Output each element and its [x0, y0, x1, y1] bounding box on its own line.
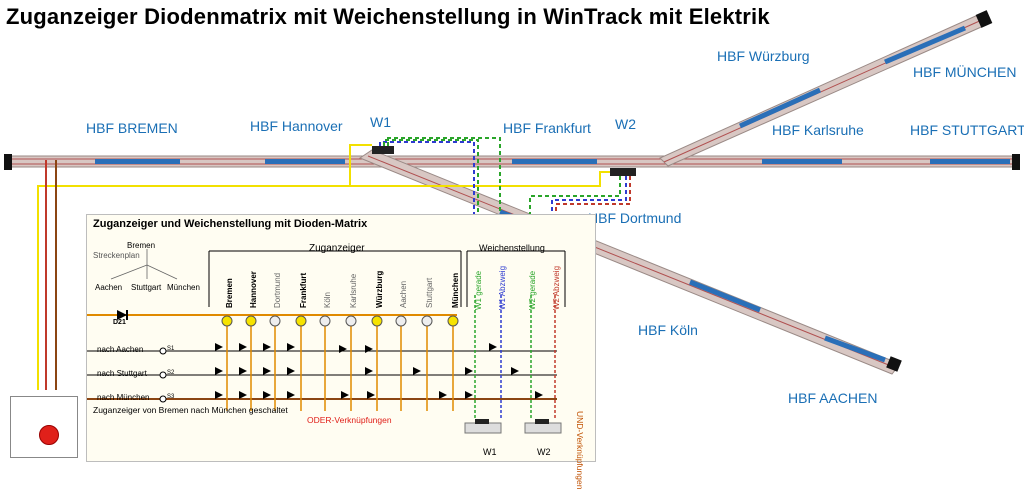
- label-hbf-aachen: HBF AACHEN: [788, 390, 878, 406]
- status-text: Zuganzeiger von Bremen nach München gesc…: [93, 405, 288, 415]
- col-label: Köln: [323, 291, 332, 308]
- switch-col-label: W1 gerade: [474, 270, 483, 310]
- panel-title: Zuganzeiger und Weichenstellung mit Diod…: [93, 218, 368, 230]
- zuganzeiger-header: Zuganzeiger: [309, 243, 365, 254]
- label-hbf-dortmund: HBF Dortmund: [588, 210, 682, 226]
- switch-motor-w2: [610, 168, 636, 176]
- row-label-muenchen: nach München: [97, 393, 150, 402]
- label-hbf-stuttgart: HBF STUTTGART: [910, 122, 1024, 138]
- button-s2[interactable]: S2: [167, 370, 175, 376]
- lamp-row: [221, 315, 459, 327]
- col-label: Hannover: [249, 271, 258, 308]
- diode-matrix: [215, 343, 543, 399]
- panel-circuit: [87, 249, 566, 434]
- switch-motor-w1: [372, 146, 394, 154]
- mini-track-plan: [110, 249, 178, 280]
- col-label: Bremen: [225, 278, 234, 308]
- branch-track-muenchen: [659, 10, 993, 167]
- und-label: UND-Verknüpfungen: [575, 411, 585, 489]
- label-hbf-hannover: HBF Hannover: [250, 118, 343, 134]
- label-hbf-karlsruhe: HBF Karlsruhe: [772, 122, 864, 138]
- col-label: Stuttgart: [425, 277, 434, 308]
- switch-col-label: W1 Abzweig: [498, 265, 507, 310]
- label-w2: W2: [615, 116, 636, 132]
- row-label-aachen: nach Aachen: [97, 345, 144, 354]
- button-s1[interactable]: S1: [167, 346, 175, 352]
- mini-plan-left: Aachen: [95, 283, 123, 292]
- panel-label-w1: W1: [483, 447, 497, 457]
- main-red-button[interactable]: [39, 425, 59, 445]
- mini-plan-top: Bremen: [127, 241, 156, 250]
- panel-label-w2: W2: [537, 447, 551, 457]
- label-hbf-muenchen: HBF MÜNCHEN: [913, 64, 1017, 80]
- label-hbf-frankfurt: HBF Frankfurt: [503, 120, 591, 136]
- button-s3[interactable]: S3: [167, 394, 175, 400]
- panel-switch-symbols: [464, 419, 562, 434]
- col-label: München: [451, 272, 460, 308]
- diode-d21-label: D21: [113, 319, 126, 326]
- col-label: Karlsruhe: [349, 273, 358, 308]
- label-hbf-bremen: HBF BREMEN: [86, 120, 178, 136]
- mini-plan-right: München: [167, 283, 200, 292]
- switch-col-label: W2 gerade: [528, 270, 537, 310]
- oder-label: ODER-Verknüpfungen: [307, 415, 392, 425]
- mini-plan-mid: Stuttgart: [131, 283, 162, 292]
- weichenstellung-header: Weichenstellung: [479, 243, 545, 253]
- label-w1: W1: [370, 114, 391, 130]
- col-label: Würzburg: [375, 270, 384, 308]
- diode-matrix-panel: Zuganzeiger und Weichenstellung mit Diod…: [86, 214, 596, 489]
- col-label: Dortmund: [273, 272, 282, 308]
- power-box: [10, 396, 78, 458]
- col-label: Frankfurt: [299, 272, 308, 308]
- page-title: Zuganzeiger Diodenmatrix mit Weichenstel…: [6, 4, 770, 29]
- col-label: Aachen: [399, 280, 408, 308]
- mini-plan-title: Streckenplan: [93, 251, 140, 260]
- switch-col-label: W2 Abzweig: [552, 265, 561, 310]
- main-track: [4, 154, 1020, 170]
- row-label-stuttgart: nach Stuttgart: [97, 369, 147, 378]
- label-hbf-wuerzburg: HBF Würzburg: [717, 48, 810, 64]
- label-hbf-koeln: HBF Köln: [638, 322, 698, 338]
